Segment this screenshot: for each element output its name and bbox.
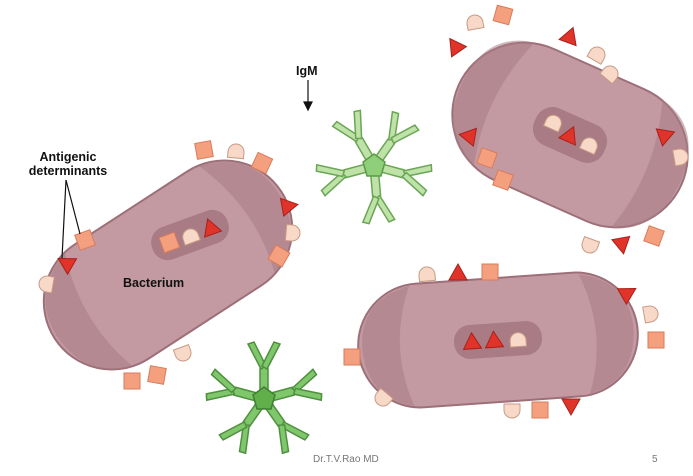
bacterium-bottom-right <box>344 264 664 418</box>
antigen-pointer-line <box>62 180 66 258</box>
igm-pentamer-bottom <box>205 342 323 455</box>
antigen-square <box>482 264 498 280</box>
page-number: 5 <box>652 454 658 465</box>
antigen-round <box>418 266 435 281</box>
antigen-round <box>173 345 193 364</box>
antigen-triangle <box>612 237 633 256</box>
antigen-round <box>466 14 484 31</box>
igm-pentamer-top <box>315 109 433 225</box>
bacterium-top-right <box>429 5 693 255</box>
antigen-triangle <box>442 33 466 56</box>
antigen-square <box>195 141 214 160</box>
antigenic-label-line-1: Antigenic <box>8 150 128 164</box>
igm-j-chain <box>253 387 275 409</box>
antigen-square <box>344 349 360 365</box>
antigen-round <box>228 143 245 158</box>
antigen-round <box>587 44 608 64</box>
bacterium-label: Bacterium <box>123 276 184 290</box>
antigen-round <box>504 404 520 418</box>
antigen-square <box>493 5 513 25</box>
antigen-square <box>148 366 167 385</box>
antigen-round <box>285 225 300 242</box>
antigen-round <box>643 305 660 323</box>
antigenic-label-line-2: determinants <box>8 164 128 178</box>
antigenic-determinants-label: Antigenic determinants <box>8 150 128 178</box>
antigen-triangle <box>559 24 581 45</box>
antigen-square <box>532 402 548 418</box>
antigen-round <box>38 275 55 293</box>
antigen-square <box>644 226 665 247</box>
antigen-triangle <box>562 399 580 415</box>
antigen-square <box>124 373 140 389</box>
igm-pointer-arrowhead <box>304 102 312 110</box>
footer-author: Dr.T.V.Rao MD <box>313 454 379 465</box>
antigen-pointer-line <box>66 180 80 234</box>
antigen-round <box>580 237 600 256</box>
antigen-triangle <box>449 264 467 280</box>
igm-label: IgM <box>296 64 318 78</box>
antigen-square <box>648 332 664 348</box>
